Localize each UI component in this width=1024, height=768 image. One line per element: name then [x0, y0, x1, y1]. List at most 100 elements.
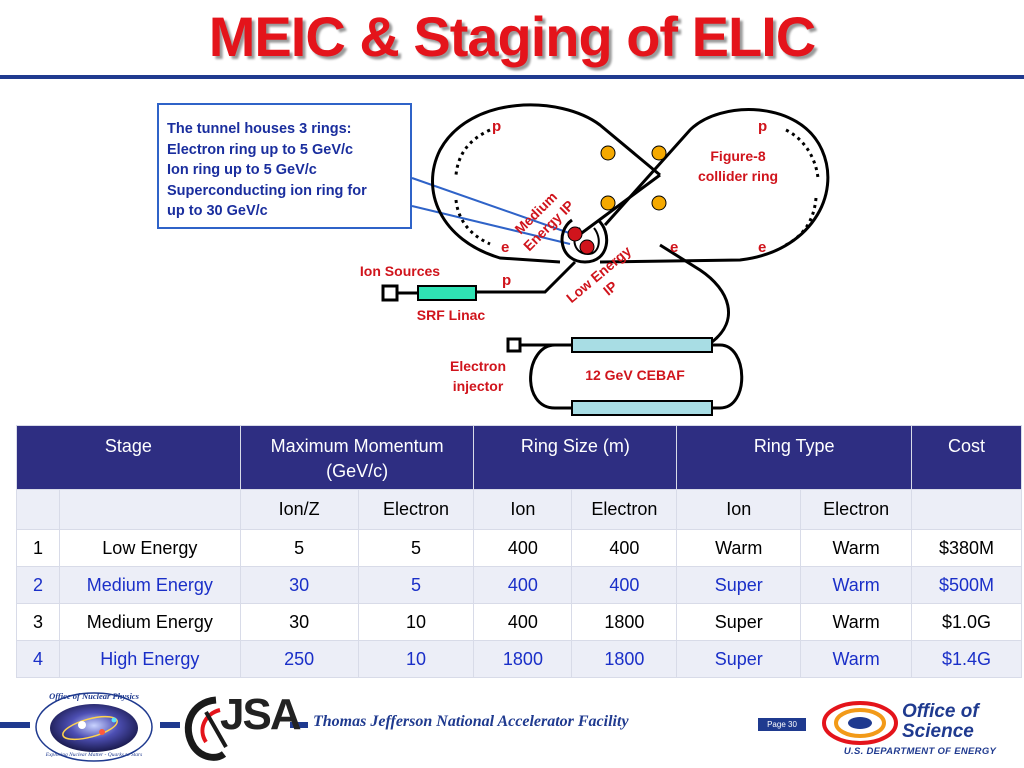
label-figure8-line1: Figure-8: [710, 148, 765, 164]
table-cell: 1800: [571, 603, 678, 641]
subheader-cell: Ion/Z: [239, 489, 359, 530]
jsa-logo-text: JSA: [220, 690, 302, 739]
doe-name: U.S. DEPARTMENT OF ENERGY: [843, 746, 997, 757]
table-cell: $500M: [911, 566, 1022, 604]
transfer-line-right: [659, 243, 730, 344]
low-energy-ip-dot: [579, 239, 595, 255]
subheader-row: Ion/Z Electron Ion Electron Ion Electron: [16, 489, 1022, 530]
table-cell: Low Energy: [58, 529, 241, 567]
table-cell: 30: [239, 566, 359, 604]
nuclear-logo-line1: Office of Nuclear Physics: [49, 691, 139, 701]
label-srf-linac: SRF Linac: [417, 307, 486, 323]
label-e-right: e: [758, 239, 766, 256]
transfer-line: [476, 260, 577, 294]
table-row: 1 Low Energy 5 5 400 400 Warm Warm $380M: [16, 529, 1022, 567]
table-cell: Super: [676, 640, 802, 678]
footer-bar-right: [290, 722, 308, 728]
table-cell: 400: [571, 529, 678, 567]
table-cell: 3: [16, 603, 60, 641]
table-cell: $1.4G: [911, 640, 1022, 678]
table-cell: Warm: [800, 603, 913, 641]
table-cell: 30: [239, 603, 359, 641]
srf-linac-bar: [417, 285, 477, 301]
subheader-cell: Electron: [571, 489, 678, 530]
lab-name: Thomas Jefferson National Accelerator Fa…: [313, 713, 629, 730]
table-cell: 250: [239, 640, 359, 678]
table-row: 3 Medium Energy 30 10 400 1800 Super War…: [16, 603, 1022, 641]
table-cell: Medium Energy: [58, 603, 241, 641]
callout-pointer: [411, 177, 573, 235]
footer-bar-left: [0, 722, 30, 728]
beam-direction-arrow: [454, 128, 491, 176]
staging-table: Stage Maximum Momentum (GeV/c) Ring Size…: [16, 425, 1022, 678]
nuclear-physics-logo: [35, 692, 153, 762]
callout-line: Superconducting ion ring for: [167, 182, 367, 199]
nuclear-logo-line2: Exploring Nuclear Matter - Quarks to Sta…: [45, 752, 143, 758]
table-cell: Warm: [676, 529, 802, 567]
jsa-logo-swoosh: [184, 696, 228, 761]
electron-injector-box: [506, 337, 522, 353]
page-number: Page 30: [758, 718, 806, 731]
label-cebaf: 12 GeV CEBAF: [585, 367, 685, 383]
label-ion-sources: Ion Sources: [360, 263, 440, 279]
table-cell: $380M: [911, 529, 1022, 567]
office-line2: Science: [902, 721, 974, 742]
subheader-cell: [16, 489, 60, 530]
table-cell: $1.0G: [911, 603, 1022, 641]
callout-pointer: [411, 205, 571, 245]
table-cell: 4: [16, 640, 60, 678]
beam-direction-arrow: [454, 199, 491, 246]
table-cell: 5: [357, 529, 475, 567]
header-cost: Cost: [911, 425, 1022, 490]
subheader-cell: Electron: [800, 489, 913, 530]
ion-source-box: [381, 284, 399, 302]
label-e-mid: e: [670, 239, 678, 256]
footer-bar-mid: [160, 722, 180, 728]
office-line1: Office of: [902, 701, 979, 722]
label-electron-injector-line1: Electron: [450, 358, 506, 374]
callout-line: Electron ring up to 5 GeV/c: [167, 141, 354, 158]
table-cell: 5: [357, 566, 475, 604]
label-p-left: p: [492, 118, 501, 135]
beam-direction-arrow: [783, 197, 818, 248]
callout-line: up to 30 GeV/c: [167, 203, 268, 219]
label-low-ip-line1: Low Energy: [563, 243, 634, 306]
label-electron-injector-line2: injector: [453, 378, 504, 394]
subheader-cell: [911, 489, 1022, 530]
crossing-node: [600, 195, 616, 211]
office-of-science-logo: Office of Science U.S. DEPARTMENT OF ENE…: [822, 698, 1022, 762]
table-cell: 10: [357, 640, 475, 678]
table-cell: 400: [571, 566, 678, 604]
accelerator-diagram: p p e e e p Figure-8 collider ring Mediu…: [360, 103, 830, 416]
table-cell: 400: [473, 566, 573, 604]
crossing-node: [651, 145, 667, 161]
ip-loop: [560, 218, 609, 264]
subheader-cell: Ion: [676, 489, 802, 530]
header-ring-size: Ring Size (m): [473, 425, 678, 490]
table-cell: High Energy: [58, 640, 241, 678]
medium-energy-ip-dot: [567, 226, 583, 242]
subheader-cell: Ion: [473, 489, 573, 530]
table-cell: 5: [239, 529, 359, 567]
cebaf-linac-bottom: [571, 400, 713, 416]
table-cell: 400: [473, 529, 573, 567]
tunnel-callout: The tunnel houses 3 rings: Electron ring…: [157, 103, 412, 229]
crossing-node: [651, 195, 667, 211]
doe-logo-icon: [822, 701, 898, 745]
header-max-momentum: Maximum Momentum (GeV/c): [239, 425, 475, 490]
subheader-cell: [58, 489, 241, 530]
figure8-ring-right: [599, 108, 830, 264]
label-p-right: p: [758, 118, 767, 135]
cebaf-linac-top: [571, 337, 713, 353]
title-rule: [0, 75, 1024, 79]
table-cell: Medium Energy: [58, 566, 241, 604]
header-stage: Stage: [16, 425, 241, 490]
callout-line: The tunnel houses 3 rings:: [167, 121, 352, 137]
figure8-ring-left: [431, 103, 661, 264]
slide-title: MEIC & Staging of ELIC: [208, 5, 816, 68]
figure8-ring-cross: [574, 173, 661, 240]
callout-line: Ion ring up to 5 GeV/c: [167, 162, 317, 178]
table-cell: Warm: [800, 529, 913, 567]
table-cell: 10: [357, 603, 475, 641]
table-row: 2 Medium Energy 30 5 400 400 Super Warm …: [16, 566, 1022, 604]
